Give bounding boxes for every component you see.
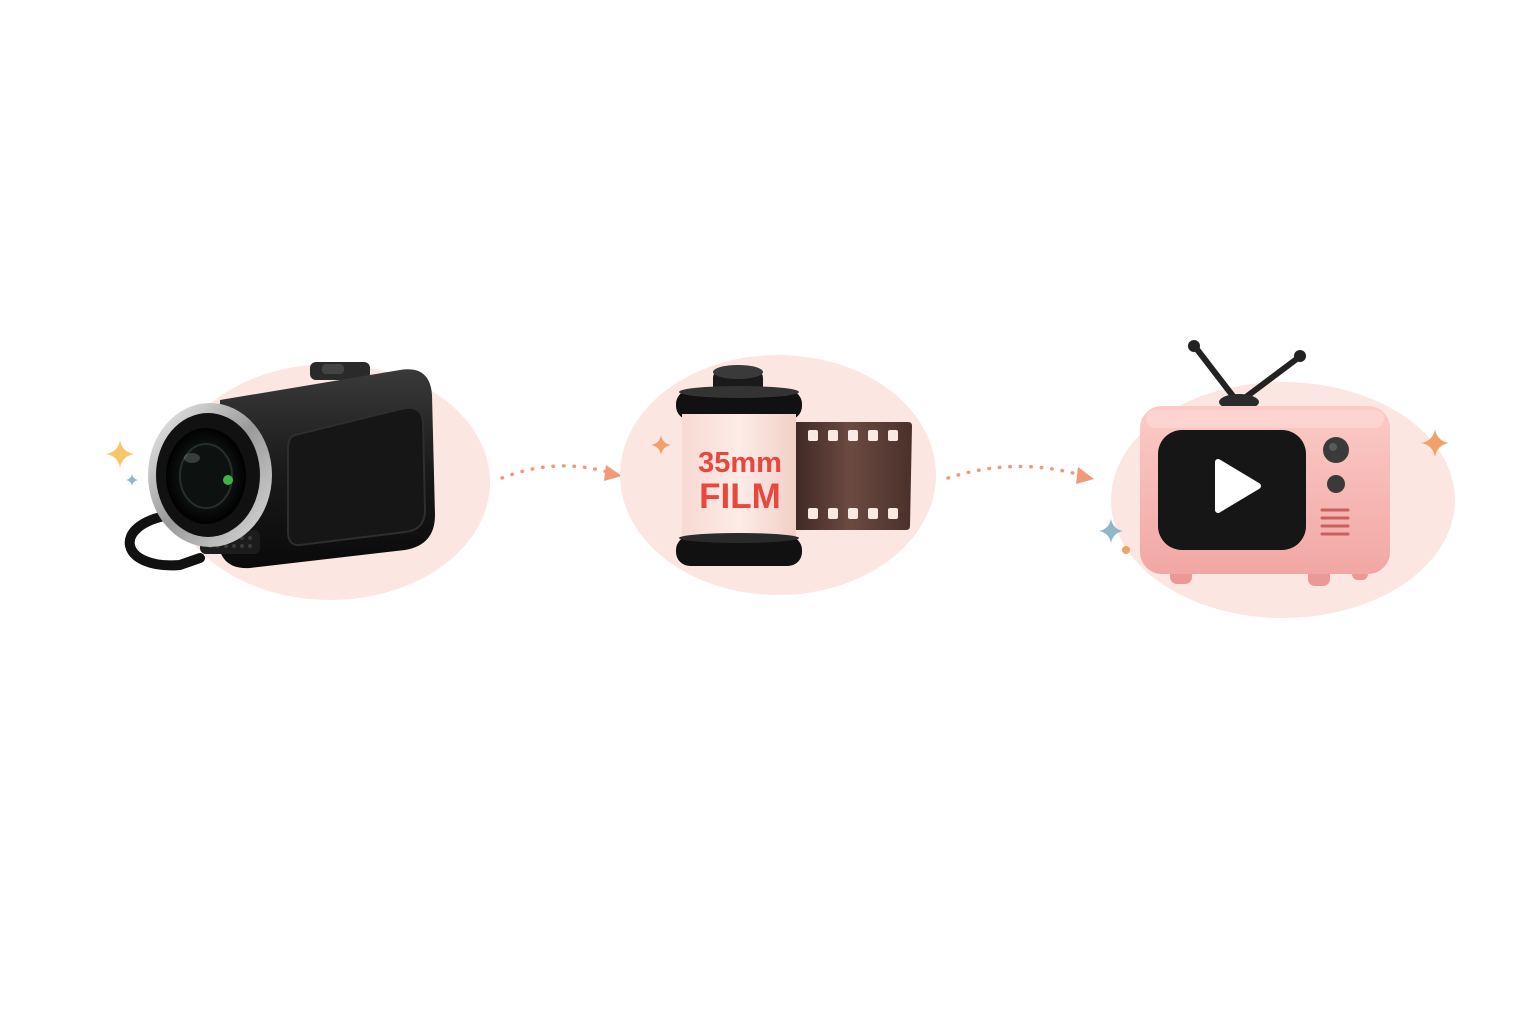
film-canister-bottom-cap <box>676 536 802 566</box>
tv-knob-small <box>1327 475 1345 493</box>
sparkle-blue-tv <box>1098 518 1124 544</box>
film-canister-illustration: 35mm FILM <box>620 355 936 595</box>
sparkle-blue-left <box>126 474 138 486</box>
sparkle-orange-tv <box>1420 428 1450 458</box>
flow-arrow-1 <box>498 454 628 494</box>
film-strip-perforations <box>808 430 898 519</box>
retro-tv-illustration <box>1111 340 1455 618</box>
camcorder-node <box>100 340 500 620</box>
flow-arrow-2 <box>944 456 1104 496</box>
camcorder-side-panel <box>287 406 427 547</box>
sparkle-orange-tv-dot <box>1121 545 1131 555</box>
film-label-line1: 35mm <box>698 447 782 479</box>
sparkle-gold-left <box>104 438 136 470</box>
film-canister-top-cap <box>676 390 802 420</box>
film-strip <box>788 422 912 530</box>
film-label-line2: FILM <box>699 477 781 516</box>
film-canister-body <box>682 414 796 546</box>
film-canister-node: 35mm FILM <box>618 350 948 610</box>
camcorder-strap <box>124 510 205 571</box>
tv-knob-large <box>1323 437 1349 463</box>
sparkle-orange-film <box>650 434 672 456</box>
retro-tv-node <box>1108 338 1458 628</box>
camcorder-illustration <box>124 362 490 600</box>
play-icon <box>1215 459 1261 513</box>
tv-speaker-grille <box>1320 508 1350 536</box>
